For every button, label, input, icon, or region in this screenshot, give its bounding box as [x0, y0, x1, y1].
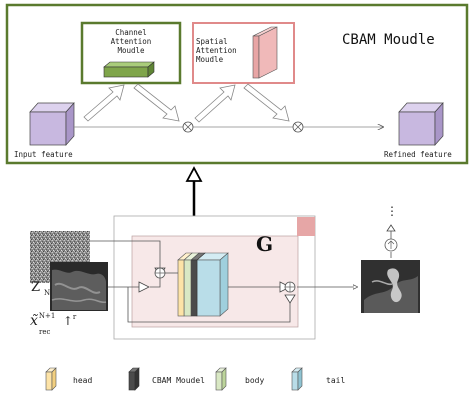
add-node-1: [154, 267, 166, 279]
upsample-arrow: ↑: [62, 314, 73, 328]
legend-head-label: head: [73, 376, 93, 385]
input-feature-label: Input feature: [14, 150, 73, 159]
channel-label-text: Channel Attention Moudle: [110, 28, 152, 55]
skip-arrow: [284, 294, 296, 304]
add-node-2: [284, 281, 296, 293]
generator-label: G: [256, 232, 274, 256]
lowres-arrow: [138, 281, 150, 293]
upsample-factor: r: [72, 313, 77, 321]
xrec-subscript: rec: [39, 328, 51, 336]
legend-tail-label: tail: [326, 376, 346, 385]
z-subscript: N: [44, 288, 51, 297]
spatial-attention-label: Spatial Attention Moudle: [196, 37, 248, 64]
channel-attention-label: Channel Attention Moudle: [98, 28, 164, 55]
continuation-dots: ⋮: [386, 204, 398, 218]
network-blocks: [177, 252, 229, 317]
refined-feature-label: Refined feature: [384, 150, 452, 159]
upscale-node: [384, 238, 398, 252]
xrec-letter: x̃: [30, 313, 38, 329]
legend-cbam-label: CBAM Moudel: [152, 376, 205, 385]
lowres-image: [50, 262, 108, 311]
z-letter: Z: [31, 280, 41, 295]
hollow-arrows: [83, 83, 290, 123]
legend-body-label: body: [245, 376, 265, 385]
xrec-label: x̃N+1 rec ↑r: [30, 312, 77, 336]
multiply-node-2: [292, 121, 304, 133]
spatial-attention-block: [252, 26, 278, 79]
xrec-superscript: N+1: [38, 312, 56, 320]
input-feature-cube: [29, 102, 75, 146]
legend-swatches: [45, 367, 303, 391]
output-image: [361, 260, 420, 313]
spatial-label-text: Spatial Attention Moudle: [196, 37, 237, 64]
multiply-node-1: [182, 121, 194, 133]
channel-attention-bar: [103, 61, 155, 78]
cbam-title: CBAM Moudle: [342, 32, 435, 48]
generator-corner-mark: [297, 217, 315, 236]
refined-feature-cube: [398, 102, 444, 146]
